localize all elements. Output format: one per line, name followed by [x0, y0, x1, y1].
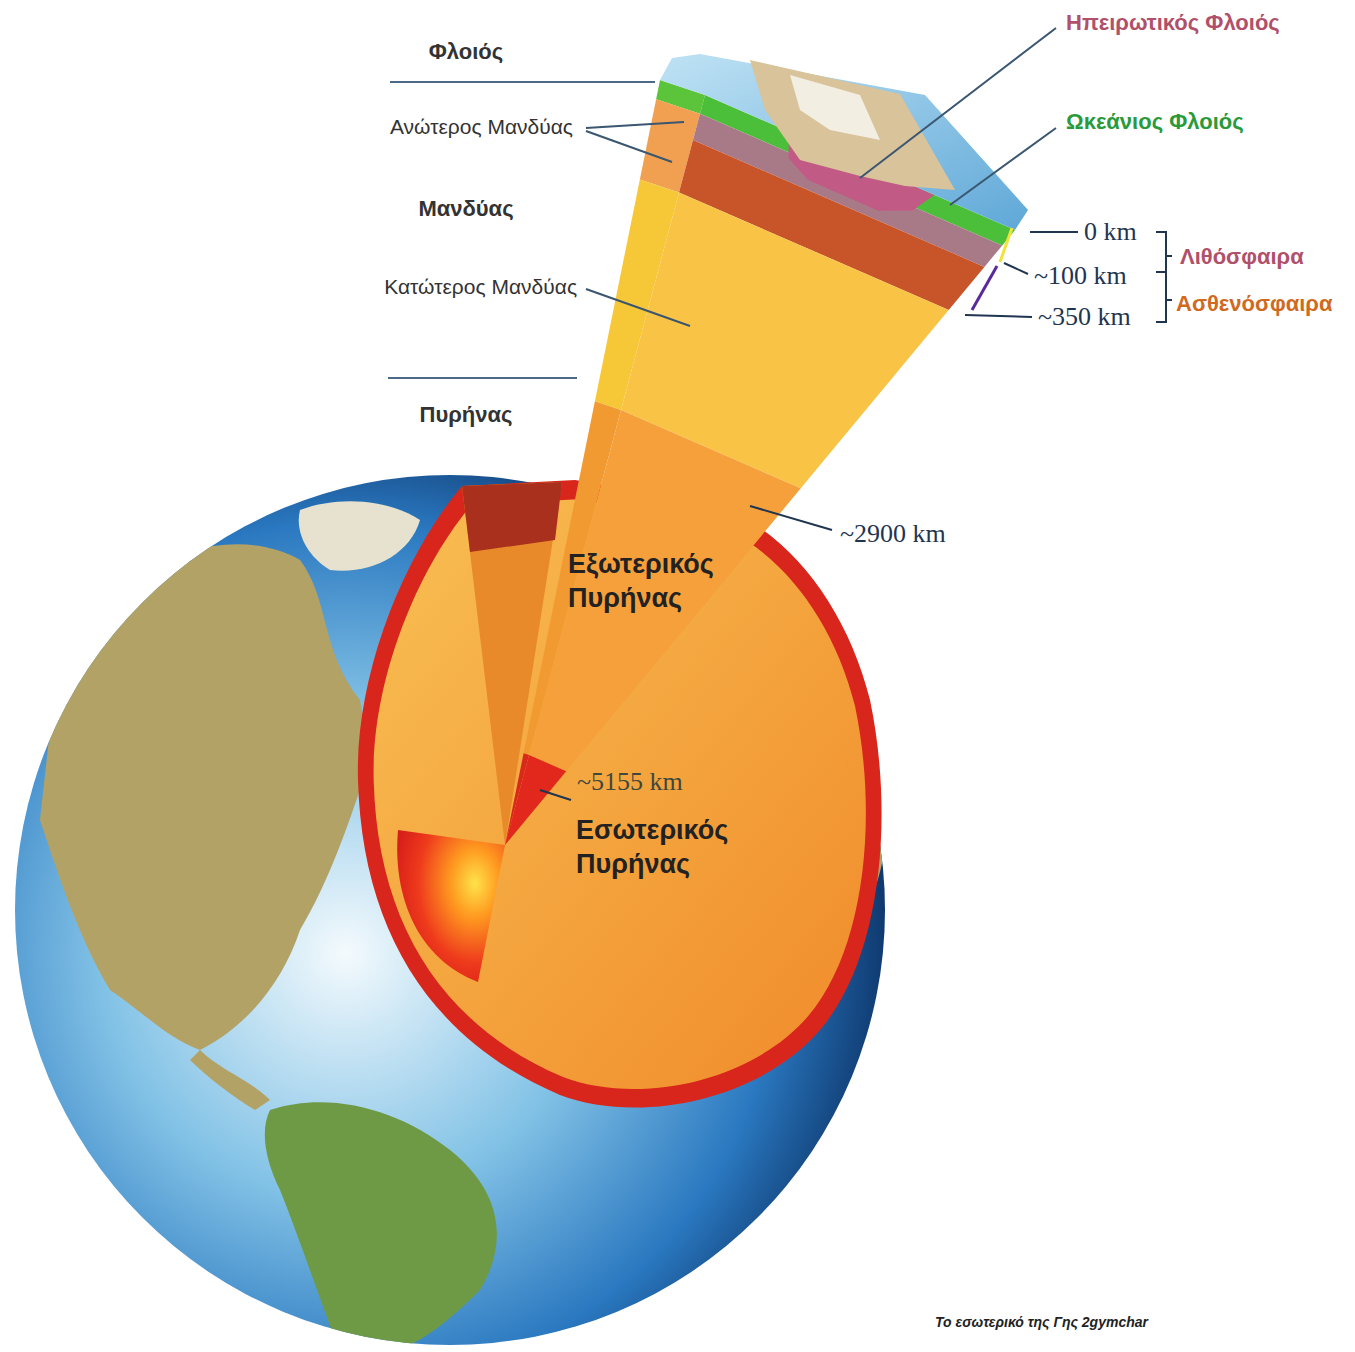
depth-label: 0 km: [1084, 216, 1137, 247]
front-face-band: [505, 755, 566, 845]
illustration-part: [462, 482, 562, 552]
illustration-part: [540, 790, 571, 800]
depth-label: ~100 km: [1034, 260, 1127, 291]
layer-label: Εξωτερικός Πυρήνας: [568, 548, 768, 616]
surface: [660, 54, 1028, 230]
layer-label: Κατώτερος Μανδύας: [384, 274, 577, 299]
depth-label: ~5155 km: [577, 766, 683, 797]
illustration-part: [586, 289, 690, 326]
layer-label: Ασθενόσφαιρα: [1176, 291, 1333, 317]
cutaway: [358, 480, 882, 1107]
illustration-part: [299, 501, 420, 570]
illustration-part: [860, 28, 1056, 178]
depth-label: ~2900 km: [840, 518, 946, 549]
layer-label: Λιθόσφαιρα: [1180, 244, 1304, 270]
layer-label: Ανώτερος Μανδύας: [390, 114, 573, 139]
illustration-part: [358, 480, 882, 1107]
layer-label: Ωκεάνιος Φλοιός: [1066, 109, 1244, 135]
illustration-part: [388, 377, 577, 379]
illustration-part: [586, 131, 672, 162]
leader-lines: [388, 28, 1172, 800]
layer-label: Ηπειρωτικός Φλοιός: [1066, 10, 1280, 36]
globe: [15, 475, 890, 1352]
illustration-part: [397, 830, 505, 982]
illustration-part: [40, 544, 370, 1050]
illustration-part: [972, 266, 997, 310]
illustration-part: [750, 506, 832, 530]
mountains: [790, 75, 880, 140]
layer-label: Πυρήνας: [420, 402, 513, 428]
illustration-part: [965, 315, 1032, 317]
illustration-part: [390, 81, 655, 83]
layer-label: Εσωτερικός Πυρήνας: [576, 814, 776, 882]
layer-label: Φλοιός: [429, 39, 503, 65]
illustration-part: [265, 1102, 497, 1352]
illustration-part: [1000, 228, 1012, 262]
caption: Το εσωτερικό της Γης 2gymchar: [935, 1314, 1148, 1331]
land-surface: [750, 60, 955, 190]
front-face-band: [529, 410, 801, 771]
illustration-part: [1004, 263, 1028, 274]
layer-label: Μανδύας: [418, 196, 513, 222]
illustration-part: [1156, 232, 1172, 322]
illustration-part: [1030, 231, 1078, 233]
depth-label: ~350 km: [1038, 301, 1131, 332]
illustration-part: [190, 1050, 270, 1110]
cross-section-wedge: [505, 54, 1028, 845]
illustration-part: [374, 499, 866, 1089]
illustration-part: [586, 122, 684, 128]
illustration-part: [950, 128, 1056, 205]
